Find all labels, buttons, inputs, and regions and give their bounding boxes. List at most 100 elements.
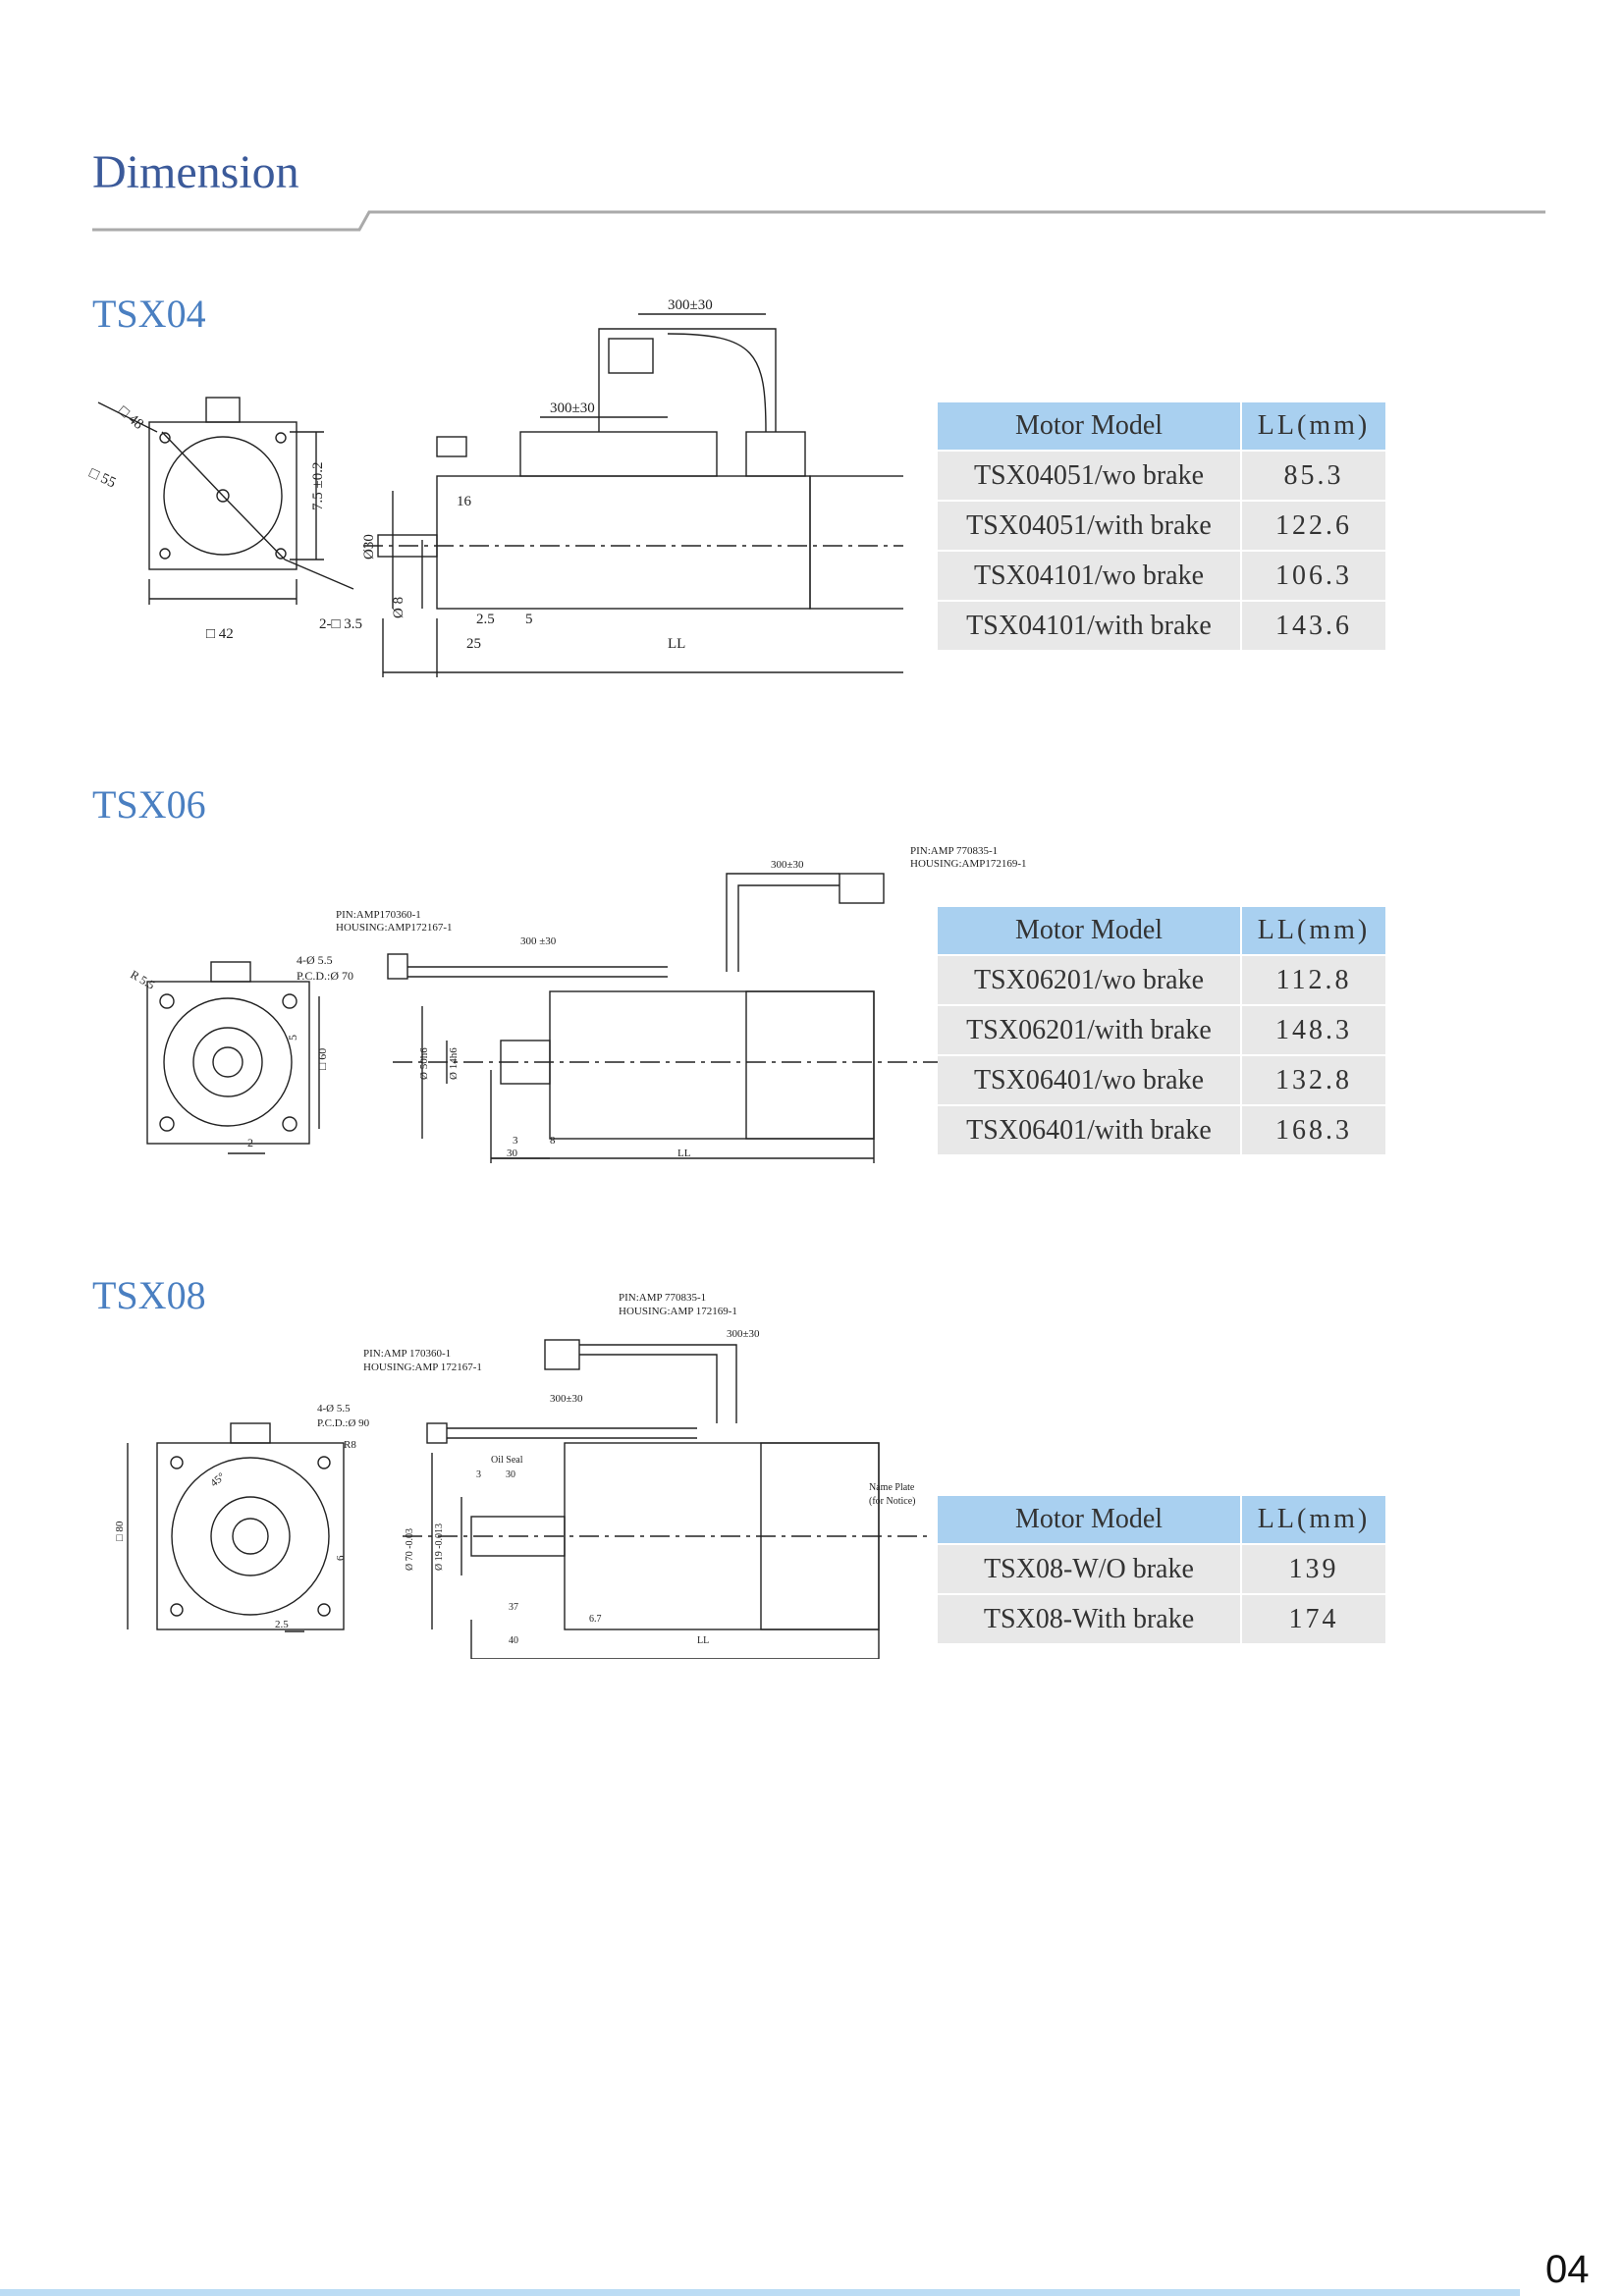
tsx08-side-view — [403, 1339, 933, 1659]
cell-ll: 168.3 — [1242, 1106, 1385, 1154]
label-v5: 5 — [286, 1035, 299, 1041]
label-housing-left: HOUSING:AMP172167-1 — [336, 922, 453, 934]
label-pcd: P.C.D.:Ø 70 — [297, 969, 353, 983]
table-row: TSX04101/wo brake 106.3 — [938, 552, 1385, 600]
cell-model: TSX06201/with brake — [938, 1006, 1242, 1054]
column-header-ll: LL(mm) — [1242, 1496, 1385, 1543]
page-number: 04 — [1545, 2248, 1590, 2291]
cell-model: TSX04051/wo brake — [938, 452, 1242, 500]
label-v75: 7.5 ±0.2 — [310, 462, 326, 510]
label-phi14: Ø 14h6 — [448, 1047, 460, 1080]
label-r8: R8 — [344, 1439, 356, 1451]
label-l3: 3 — [476, 1469, 481, 1480]
cell-model: TSX04101/wo brake — [938, 552, 1242, 600]
label-holes: 4-Ø 5.5 — [317, 1403, 351, 1415]
page-title: Dimension — [92, 146, 299, 198]
label-a45: 45° — [208, 1470, 228, 1489]
label-v6: 6 — [335, 1555, 347, 1561]
label-d25: 2.5 — [275, 1619, 289, 1630]
cell-ll: 139 — [1242, 1545, 1385, 1593]
label-l40: 40 — [509, 1635, 518, 1646]
section-title-tsx04: TSX04 — [92, 292, 206, 336]
tsx04-dimension-drawing: □ 48 □ 55 7.5 ±0.2 2-□ 3.5 □ 42 300±30 3… — [86, 297, 903, 677]
label-pin-right: PIN:AMP 770835-1 — [910, 845, 998, 857]
table-row: TSX06401/with brake 168.3 — [938, 1106, 1385, 1154]
label-housing-right: HOUSING:AMP172169-1 — [910, 858, 1027, 870]
cell-ll: 143.6 — [1242, 602, 1385, 650]
label-l30: 30 — [507, 1148, 518, 1159]
table-row: TSX06401/wo brake 132.8 — [938, 1056, 1385, 1104]
cell-ll: 112.8 — [1242, 956, 1385, 1004]
label-phi70: Ø 70 -0.03 — [405, 1528, 415, 1571]
footer-bar — [0, 2289, 1520, 2296]
cell-model: TSX08-With brake — [938, 1595, 1242, 1643]
cell-ll: 148.3 — [1242, 1006, 1385, 1054]
label-l16: 16 — [457, 494, 472, 509]
table-row: TSX04051/with brake 122.6 — [938, 502, 1385, 550]
tsx06-side-view — [387, 873, 962, 1163]
label-ll: LL — [668, 636, 685, 652]
table-row: TSX06201/wo brake 112.8 — [938, 956, 1385, 1004]
label-cable-top: 300±30 — [727, 1328, 760, 1340]
cell-ll: 122.6 — [1242, 502, 1385, 550]
label-pin-left: PIN:AMP170360-1 — [336, 909, 421, 921]
label-l5: 5 — [525, 612, 533, 627]
section-title-tsx06: TSX06 — [92, 782, 206, 827]
label-phi50: Ø 50h6 — [418, 1047, 430, 1080]
section-title-tsx08: TSX08 — [92, 1273, 206, 1317]
tsx06-front-view — [146, 961, 320, 1154]
cell-ll: 106.3 — [1242, 552, 1385, 600]
label-d2: 2 — [247, 1136, 253, 1149]
label-d55: □ 55 — [86, 465, 118, 491]
tsx06-table: Motor Model LL(mm) TSX06201/wo brake 112… — [938, 905, 1385, 1156]
cell-ll: 85.3 — [1242, 452, 1385, 500]
label-phi30: Ø30 — [361, 534, 377, 560]
label-l25: 25 — [466, 636, 481, 652]
column-header-model: Motor Model — [938, 402, 1242, 450]
label-sq42: □ 42 — [206, 626, 234, 642]
label-pcd: P.C.D.:Ø 90 — [317, 1417, 370, 1429]
label-cable-top: 300±30 — [771, 859, 804, 871]
table-header-row: Motor Model LL(mm) — [938, 907, 1385, 954]
label-cable-mid: 300 ±30 — [520, 935, 557, 947]
table-row: TSX06201/with brake 148.3 — [938, 1006, 1385, 1054]
label-cable-top: 300±30 — [668, 297, 713, 313]
header-divider — [92, 210, 1545, 232]
column-header-ll: LL(mm) — [1242, 907, 1385, 954]
tsx04-front-view — [97, 397, 354, 605]
table-row: TSX04101/with brake 143.6 — [938, 602, 1385, 650]
label-cable-mid: 300±30 — [550, 1393, 583, 1405]
label-ll: LL — [677, 1148, 691, 1159]
label-for-notice: (for Notice) — [869, 1496, 915, 1507]
label-l30: 30 — [506, 1469, 515, 1480]
cell-model: TSX06201/wo brake — [938, 956, 1242, 1004]
cell-model: TSX06401/wo brake — [938, 1056, 1242, 1104]
label-holes: 2-□ 3.5 — [319, 616, 362, 632]
table-header-row: Motor Model LL(mm) — [938, 402, 1385, 450]
label-housing-left: HOUSING:AMP 172167-1 — [363, 1362, 482, 1373]
label-d48: □ 48 — [115, 403, 146, 433]
cell-model: TSX06401/with brake — [938, 1106, 1242, 1154]
label-r55: R 5.5 — [129, 967, 158, 991]
label-name-plate: Name Plate — [869, 1482, 915, 1493]
label-pin-right: PIN:AMP 770835-1 — [619, 1292, 706, 1304]
label-sq60: □ 60 — [315, 1048, 329, 1070]
label-sq80: □ 80 — [114, 1521, 126, 1541]
cell-ll: 174 — [1242, 1595, 1385, 1643]
label-l8: 8 — [550, 1135, 556, 1147]
label-cable-mid: 300±30 — [550, 400, 595, 416]
label-pin-left: PIN:AMP 170360-1 — [363, 1348, 451, 1360]
tsx08-table: Motor Model LL(mm) TSX08-W/O brake 139 T… — [938, 1494, 1385, 1645]
label-l67: 6.7 — [589, 1614, 602, 1625]
tsx04-table: Motor Model LL(mm) TSX04051/wo brake 85.… — [938, 400, 1385, 652]
label-ll: LL — [697, 1635, 709, 1646]
tsx04-side-view — [363, 313, 903, 677]
column-header-model: Motor Model — [938, 1496, 1242, 1543]
label-oil-seal: Oil Seal — [491, 1455, 523, 1466]
column-header-model: Motor Model — [938, 907, 1242, 954]
label-l3: 3 — [513, 1135, 518, 1147]
cell-model: TSX04051/with brake — [938, 502, 1242, 550]
label-phi19: Ø 19 -0.013 — [434, 1523, 445, 1571]
table-row: TSX04051/wo brake 85.3 — [938, 452, 1385, 500]
label-l25a: 2.5 — [476, 612, 495, 627]
